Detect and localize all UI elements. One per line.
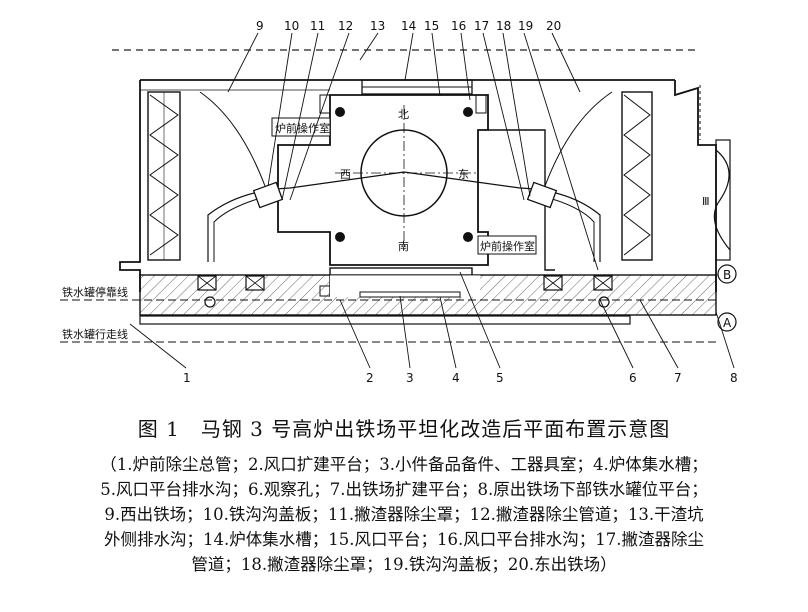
direction-south: 南: [398, 240, 409, 253]
figure-title: 图 1 马钢 3 号高炉出铁场平坦化改造后平面布置示意图: [137, 417, 671, 441]
west-cast-area-edge: [199, 91, 266, 187]
legend-line: （1.炉前除尘总管；2.风口扩建平台；3.小件备品备件、工器具室；4.炉体集水槽…: [100, 455, 708, 474]
track-run-label: 铁水罐行走线: [62, 327, 128, 341]
east-iron-runner: [403, 171, 601, 262]
callout-1: 1: [183, 371, 191, 385]
ladle-box-1-x2: [197, 275, 217, 291]
callout-leaders: [129, 32, 735, 369]
callout-18: 18: [496, 19, 511, 33]
east-skimmer-hood: [526, 181, 558, 209]
callout-20: 20: [546, 19, 561, 33]
callout-16: 16: [451, 19, 466, 33]
callout-11: 11: [310, 19, 325, 33]
callout-6: 6: [629, 371, 637, 385]
control-room-left-box: [271, 117, 331, 137]
symbol-iii: Ⅲ: [702, 195, 710, 208]
callout-13: 13: [370, 19, 385, 33]
callout-10: 10: [284, 19, 299, 33]
callout-8: 8: [730, 371, 738, 385]
ladle-box-4-x2: [593, 275, 613, 291]
track-park-label: 铁水罐停靠线: [62, 285, 128, 299]
callout-3: 3: [406, 371, 414, 385]
axis-marker-a: A: [723, 316, 732, 330]
ladle-box-2-x2: [245, 275, 265, 291]
column-sw: [335, 232, 345, 242]
legend-line: 9.西出铁场；10.铁沟沟盖板；11.撇渣器除尘罩；12.撇渣器除尘管道；13.…: [104, 505, 704, 524]
west-skimmer-hood: [252, 181, 284, 209]
legend-line: 5.风口平台排水沟；6.观察孔；7.出铁场扩建平台；8.原出铁场下部铁水罐位平台…: [100, 480, 708, 499]
control-room-left: 炉前操作室: [275, 121, 330, 135]
callout-19: 19: [518, 19, 533, 33]
control-room-right-box: [477, 235, 537, 255]
east-dust-collector: [621, 91, 653, 261]
building-outline: [119, 80, 141, 292]
direction-east: 东: [458, 168, 469, 181]
callout-4: 4: [452, 371, 460, 385]
east-equipment: [715, 139, 731, 261]
callout-17: 17: [474, 19, 489, 33]
callout-7: 7: [674, 371, 682, 385]
legend-line: 管道；18.撇渣器除尘罩；19.铁沟沟盖板；20.东出铁场）: [191, 555, 617, 574]
layout-drawing: 北 南 西 东 炉前操作室 炉前操作室 铁水罐停靠线 铁水罐行走线: [60, 19, 738, 385]
small-item-room: [359, 291, 461, 298]
callout-2: 2: [366, 371, 374, 385]
direction-north: 北: [398, 108, 409, 121]
ladle-box-3-x2: [543, 275, 563, 291]
building-east-edge: [674, 80, 717, 292]
east-curve-structure: [713, 149, 731, 251]
control-room-right: 炉前操作室: [480, 239, 535, 253]
column-nw: [335, 107, 345, 117]
west-iron-runner: [207, 171, 405, 262]
direction-west: 西: [340, 168, 351, 181]
callout-14: 14: [401, 19, 416, 33]
callout-5: 5: [496, 371, 504, 385]
axis-marker-a-circle: [717, 312, 737, 332]
bottom-drain: [139, 315, 631, 325]
axis-marker-b: B: [723, 268, 731, 282]
observation-hole-west: [204, 296, 216, 308]
stair-ne: [475, 94, 487, 114]
callout-12: 12: [338, 19, 353, 33]
column-ne: [463, 107, 473, 117]
figure-legend: （1.炉前除尘总管；2.风口扩建平台；3.小件备品备件、工器具室；4.炉体集水槽…: [30, 452, 778, 577]
stair-nw: [319, 94, 331, 114]
east-cast-area-edge: [544, 91, 613, 187]
east-dust-collector-zigzag: [623, 94, 651, 256]
axis-marker-b-circle: [717, 264, 737, 284]
column-se: [463, 232, 473, 242]
callout-15: 15: [424, 19, 439, 33]
callout-9: 9: [256, 19, 264, 33]
legend-line: 外侧排水沟；14.炉体集水槽；15.风口平台；16.风口平台排水沟；17.撇渣器…: [104, 530, 704, 549]
west-dust-collector-zigzag: [149, 94, 179, 256]
